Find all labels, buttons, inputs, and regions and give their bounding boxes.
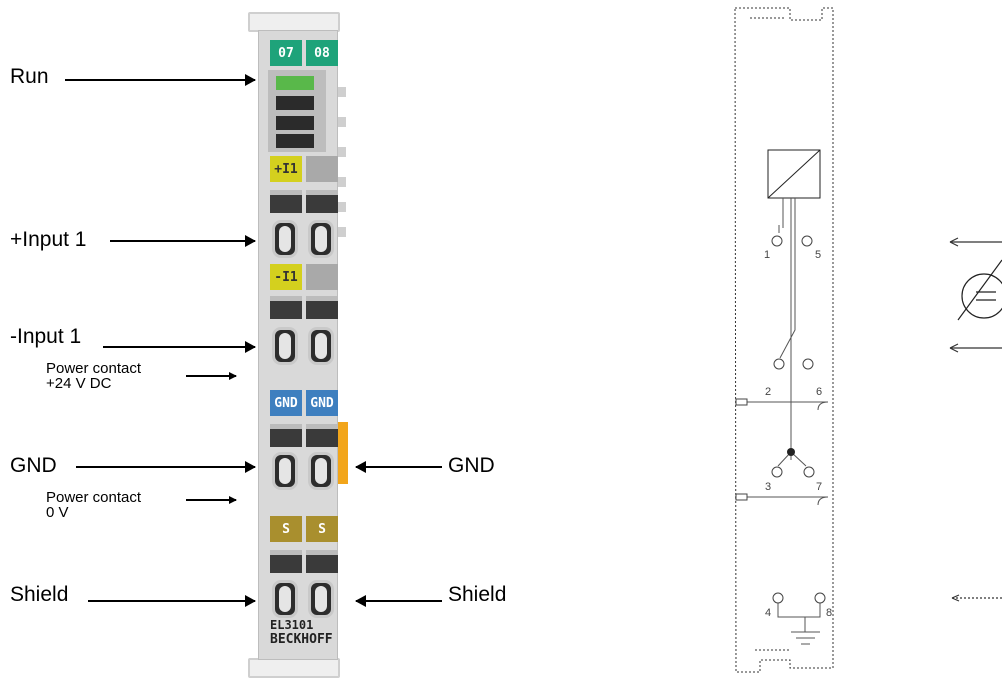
label-shield-right: Shield: [448, 583, 507, 606]
arrow-run: [65, 74, 256, 86]
status-led-2: [276, 96, 314, 110]
tag-gnd-right: GND: [306, 390, 338, 416]
arrow-input-minus: [103, 341, 256, 353]
side-nub: [338, 117, 346, 127]
side-nub: [338, 87, 346, 97]
tag-top-right: 08: [306, 40, 338, 66]
tag-gnd-left: GND: [270, 390, 302, 416]
slot-2: [270, 296, 302, 319]
pin-label-6: 6: [816, 386, 822, 398]
arrow-gnd-right: [355, 461, 442, 473]
sensor-symbol: [949, 237, 1002, 602]
slot-7: [306, 424, 338, 447]
label-power-contact-24v-line1: Power contact: [46, 360, 142, 377]
tag-shield-right: S: [306, 516, 338, 542]
tag-input-plus: +I1: [270, 156, 302, 182]
side-nub: [338, 202, 346, 212]
slot-1: [270, 190, 302, 213]
side-nub: [338, 227, 346, 237]
arrow-shield-left: [88, 595, 256, 607]
brand-label: BECKHOFF: [270, 632, 333, 647]
label-input-minus: -Input 1: [10, 325, 82, 348]
tag-shield-left: S: [270, 516, 302, 542]
circuit-lines: [735, 149, 829, 645]
schematic-pin-labels: 1 5 2 6 3 7 4 8: [764, 249, 832, 619]
screw-3: [272, 452, 298, 490]
label-input-plus: +Input 1: [10, 228, 87, 251]
arrow-shield-right: [355, 595, 442, 607]
arrow-power-contact-0v: [186, 496, 237, 503]
terminal-outline: [734, 7, 834, 673]
pin-label-4: 4: [765, 607, 771, 619]
pin-label-2: 2: [765, 386, 771, 398]
label-power-contact-0v-line1: Power contact: [46, 489, 142, 506]
model-label: EL3101: [270, 618, 314, 632]
slot-3: [270, 424, 302, 447]
pin-label-7: 7: [816, 481, 822, 493]
status-led-3: [276, 116, 314, 130]
el3101-terminal-image: 07 08 +I1 -I1 GND GND S S EL3101 BECKHOF…: [242, 12, 348, 678]
pin-contacts: [735, 235, 826, 604]
tag-blank-1: [306, 156, 338, 182]
pin-label-1: 1: [764, 249, 770, 261]
screw-7: [308, 452, 334, 490]
slot-8: [306, 550, 338, 573]
screw-5: [308, 220, 334, 258]
screw-1: [272, 220, 298, 258]
label-power-contact-24v-line2: +24 V DC: [46, 375, 112, 392]
screw-8: [308, 580, 334, 618]
label-shield-left: Shield: [10, 583, 69, 606]
arrow-power-contact-24v: [186, 372, 237, 379]
slot-6: [306, 296, 338, 319]
arrow-input-plus: [110, 235, 256, 247]
pin-label-5: 5: [815, 249, 821, 261]
label-gnd-left: GND: [10, 454, 57, 477]
screw-6: [308, 327, 334, 365]
led-block: [268, 70, 326, 152]
side-nub: [338, 177, 346, 187]
tag-top-left: 07: [270, 40, 302, 66]
screw-4: [272, 580, 298, 618]
slot-5: [306, 190, 338, 213]
side-nub: [338, 147, 346, 157]
screw-2: [272, 327, 298, 365]
status-led-4: [276, 134, 314, 148]
label-gnd-right: GND: [448, 454, 495, 477]
tag-blank-2: [306, 264, 338, 290]
slot-4: [270, 550, 302, 573]
tag-input-minus: -I1: [270, 264, 302, 290]
pin-label-8: 8: [826, 607, 832, 619]
pin-label-3: 3: [765, 481, 771, 493]
arrow-gnd-left: [76, 461, 256, 473]
label-power-contact-0v-line2: 0 V: [46, 504, 69, 521]
label-run: Run: [10, 65, 49, 88]
run-led: [276, 76, 314, 90]
junction-dot: [787, 448, 795, 456]
power-contact-bar: [338, 422, 348, 484]
